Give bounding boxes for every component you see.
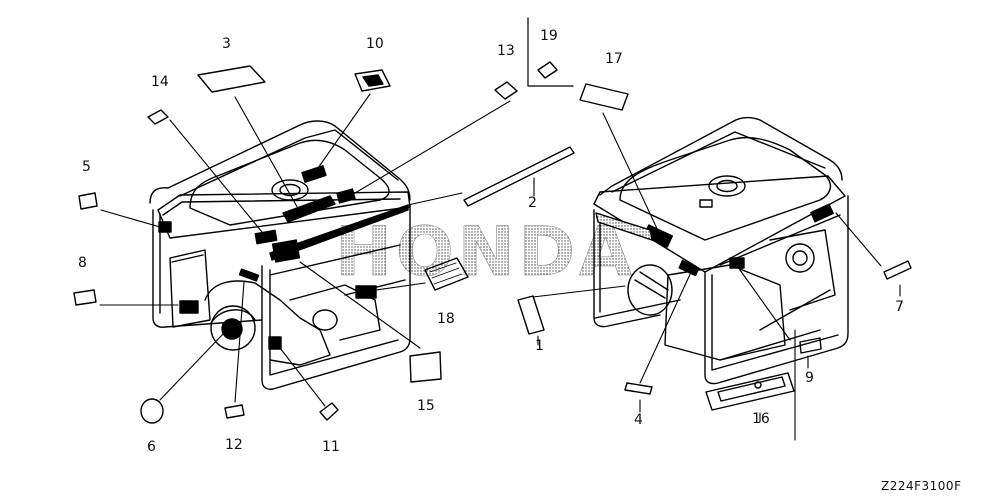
callout-19: 19 [540,28,558,44]
callout-6: 6 [147,439,156,455]
callout-14: 14 [151,74,169,90]
leader-lines [99,93,901,441]
callout-18: 18 [437,311,455,327]
callout-11: 11 [322,439,340,455]
callout-17: 17 [605,51,623,67]
callout-10: 10 [366,36,384,52]
label-shapes [73,17,912,424]
callout-5: 5 [82,159,91,175]
callout-4: 4 [634,412,643,428]
callout-16: 16 [752,411,770,427]
callout-12: 12 [225,437,243,453]
callout-3: 3 [222,36,231,52]
callout-15: 15 [417,398,435,414]
watermark-honda: HONDA [335,213,636,292]
callout-7: 7 [895,299,904,315]
generator-left-view [149,120,411,390]
callout-13: 13 [497,43,515,59]
callout-1: 1 [535,338,544,354]
callout-8: 8 [78,255,87,271]
drawing-code: Z224F3100F [881,479,962,493]
callout-9: 9 [805,370,814,386]
callout-2: 2 [528,195,537,211]
generator-right-view [593,116,849,385]
